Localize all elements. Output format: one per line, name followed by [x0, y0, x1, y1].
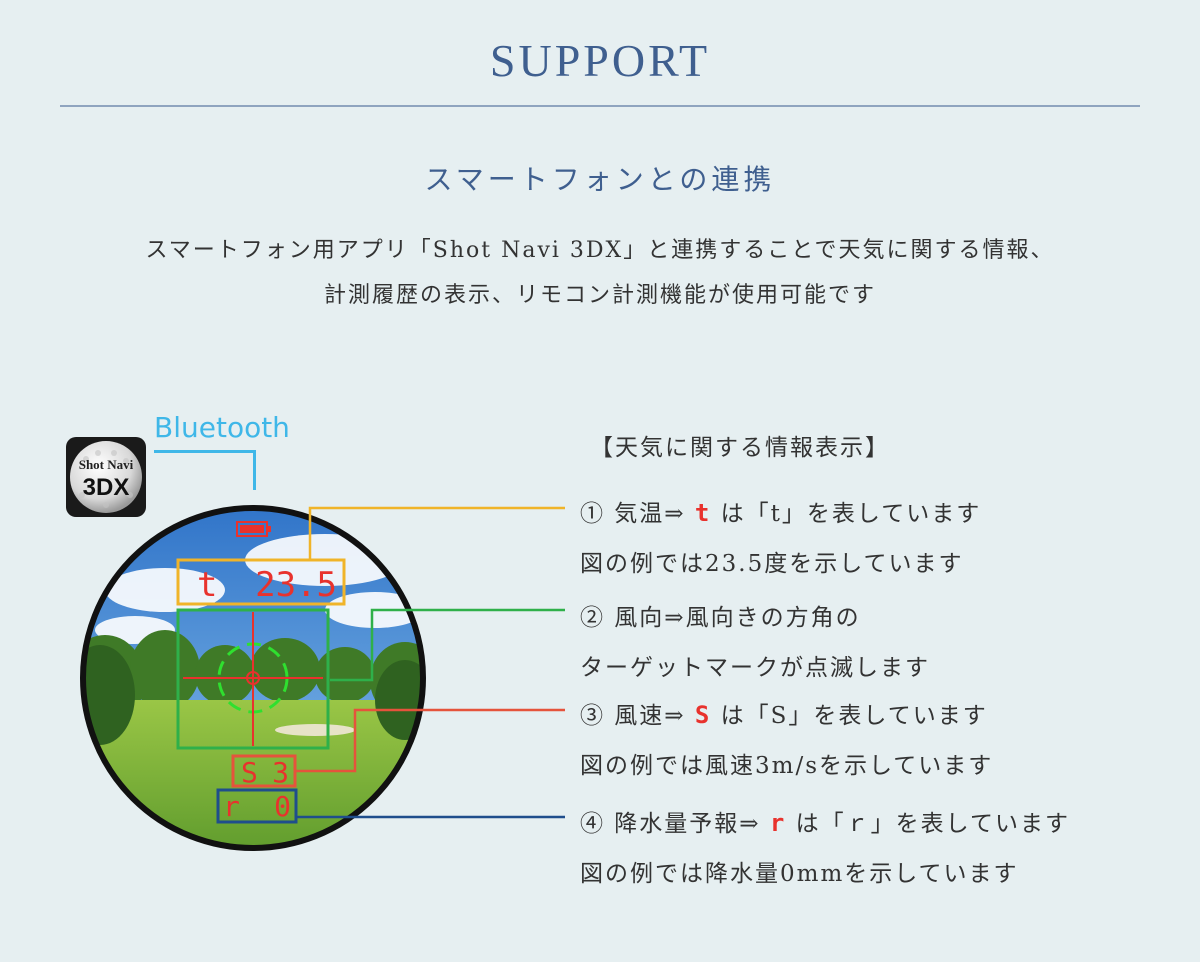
bluetooth-label: Bluetooth	[154, 411, 290, 444]
wind-symbol: S	[241, 756, 258, 789]
info-item-temp-detail: 図の例では23.5度を示しています	[580, 551, 964, 577]
info-item-rain: ④ 降水量予報⇒ r は「ｒ」を表しています	[580, 804, 1070, 838]
title-divider	[60, 105, 1140, 107]
info-item-wind-direction-detail: ターゲットマークが点滅します	[580, 655, 930, 681]
info-item-wind-speed: ③ 風速⇒ S は「S」を表しています	[580, 696, 988, 730]
info-item-wind-speed-detail: 図の例では風速3m/sを示しています	[580, 753, 994, 779]
rain-glyph: r	[769, 809, 787, 837]
bluetooth-connector-vertical	[253, 450, 256, 490]
rangefinder-view: t 23.5 S 3 r 0	[80, 505, 426, 851]
temp-value: 23.5	[255, 565, 337, 605]
wind-value: 3	[272, 756, 289, 789]
bluetooth-connector	[154, 450, 256, 453]
intro-text: スマートフォン用アプリ「Shot Navi 3DX」と連携することで天気に関する…	[0, 228, 1200, 318]
golf-ball-icon: Shot Navi 3DX	[70, 441, 142, 513]
temp-symbol: t	[197, 565, 217, 605]
section-subtitle: スマートフォンとの連携	[424, 163, 776, 196]
rain-box	[216, 788, 298, 824]
info-item-wind-post: は「S」を表しています	[720, 703, 988, 729]
info-item-wind-pre: ③ 風速⇒	[580, 703, 686, 729]
page-title: SUPPORT	[489, 35, 711, 86]
info-item-temp-pre: ① 気温⇒	[580, 501, 686, 527]
rain-symbol: r	[223, 790, 240, 823]
info-item-rain-pre: ④ 降水量予報⇒	[580, 811, 761, 837]
info-heading: 【天気に関する情報表示】	[590, 435, 890, 461]
info-item-temp-post: は「t」を表しています	[720, 501, 982, 527]
info-item-wind-direction: ② 風向⇒風向きの方角の	[580, 605, 861, 631]
intro-line-2: 計測履歴の表示、リモコン計測機能が使用可能です	[323, 283, 876, 308]
battery-icon	[236, 521, 271, 537]
shot-navi-app-icon: Shot Navi 3DX	[66, 437, 146, 517]
temp-glyph: t	[694, 499, 712, 527]
wind-direction-box	[176, 608, 330, 750]
info-item-rain-post: は「ｒ」を表しています	[795, 811, 1070, 837]
app-icon-label-bottom: 3DX	[83, 474, 130, 501]
info-item-rain-detail: 図の例では降水量0mmを示しています	[580, 861, 1019, 887]
wind-glyph: S	[694, 701, 712, 729]
intro-line-1: スマートフォン用アプリ「Shot Navi 3DX」と連携することで天気に関する…	[145, 238, 1055, 263]
rain-value: 0	[274, 790, 291, 823]
app-icon-label-top: Shot Navi	[79, 457, 134, 472]
temperature-box	[176, 558, 346, 606]
info-item-temp: ① 気温⇒ t は「t」を表しています	[580, 494, 981, 528]
